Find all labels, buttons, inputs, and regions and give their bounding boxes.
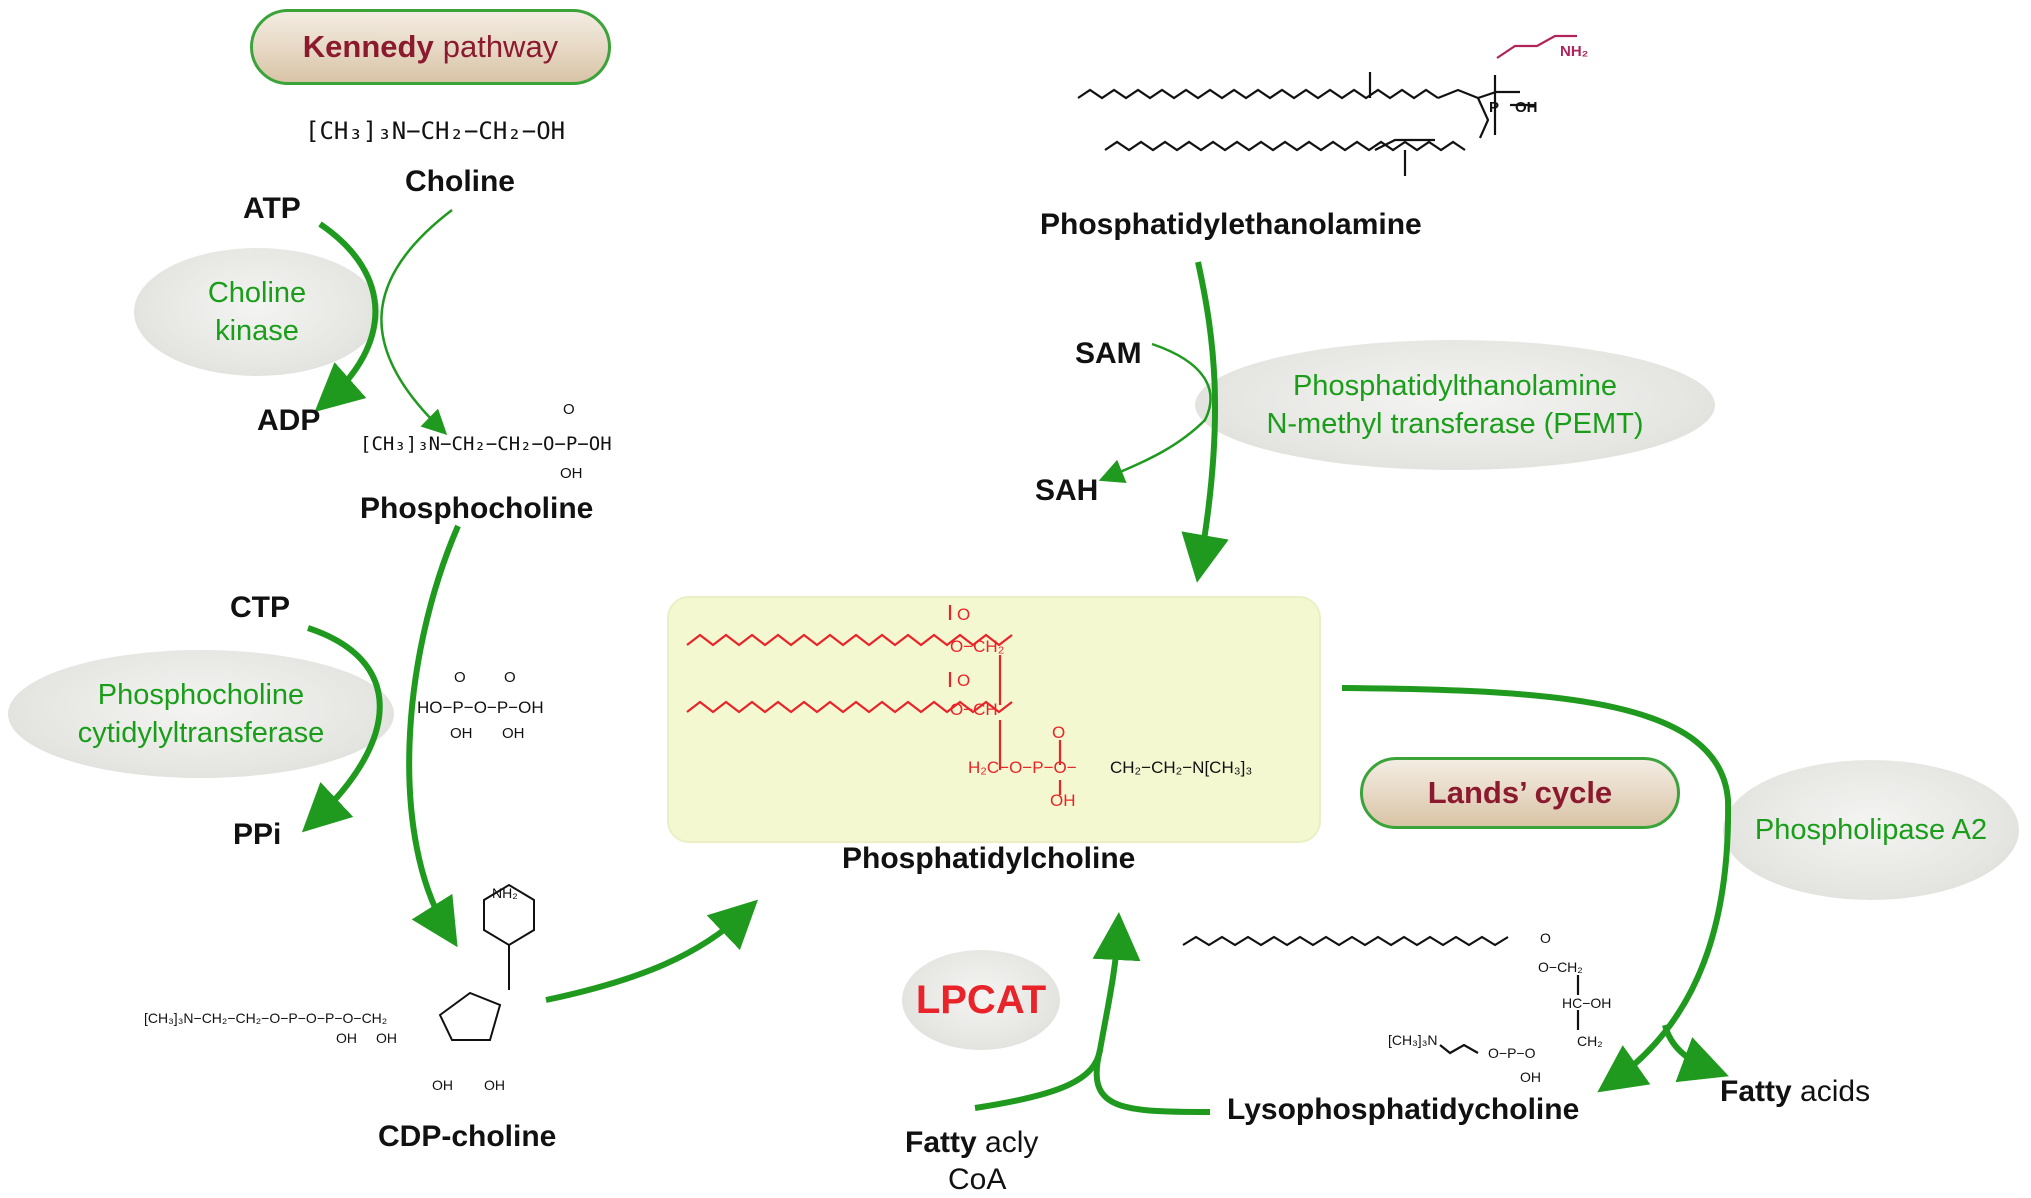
atp-to-adp-arrow (314, 221, 379, 412)
pemt-line1: Phosphatidylthanolamine (1292, 370, 1618, 402)
pc-o-ch: O−CH (950, 700, 998, 719)
atp-label: ATP (243, 192, 301, 225)
ribose-ring (438, 991, 502, 1041)
pe-structure (1077, 34, 1577, 176)
lysopc-structure (1182, 935, 1580, 1055)
cdp-formula: [CH₃]₃N−CH₂−CH₂−O−P−O−P−O−CH₂ (144, 1010, 387, 1026)
cdp-nh2: NH₂ (492, 885, 518, 901)
fatty-acyl-rest: acly (985, 1126, 1039, 1159)
lysopc-hc-oh: HC−OH (1562, 995, 1611, 1011)
phospholipase-a2-enzyme: Phospholipase A2 (1723, 760, 2019, 900)
ppi-oh1: OH (450, 725, 473, 742)
choline-to-phosphocholine-arrow (380, 209, 453, 435)
phosphocholine-o: O (563, 401, 575, 418)
pe-ethanolamine (1496, 34, 1577, 59)
phosphocholine-oh: OH (560, 465, 583, 482)
pc-o1: O (957, 605, 970, 624)
cdp-choline-label: CDP-choline (378, 1120, 557, 1153)
pe-phosphate (1493, 75, 1535, 135)
pla2-label: Phospholipase A2 (1754, 814, 1988, 846)
phosphocholine-label: Phosphocholine (360, 492, 594, 525)
pc-oh: OH (1050, 791, 1076, 810)
lysopc-chain (1182, 935, 1509, 947)
choline-kinase-line1: Choline (207, 277, 307, 309)
lysopc-head (1439, 1043, 1479, 1055)
pemt-line2: N-methyl transferase (PEMT) (1266, 408, 1644, 440)
pe-chain-2 (1104, 140, 1466, 152)
cdp-oh1: OH (336, 1030, 357, 1046)
pc-chain-1 (686, 633, 1013, 647)
cdp-to-pc-arrow (545, 899, 759, 1003)
lpcat-label: LPCAT (915, 978, 1047, 1022)
choline-kinase-enzyme: Choline kinase (134, 248, 380, 376)
fatty-acyl-bold: Fatty (905, 1126, 977, 1159)
pc-o-ch2: O−CH₂ (950, 637, 1004, 656)
pe-chain-1 (1077, 88, 1439, 100)
lysopc-o-ch2: O−CH₂ (1538, 959, 1583, 975)
cdp-oh4: OH (484, 1077, 505, 1093)
lysopc-o-p-o: O−P−O (1488, 1045, 1536, 1061)
pe-p: P (1489, 99, 1499, 116)
pe-to-pc-arrow (1181, 261, 1229, 583)
choline-formula: [CH₃]₃N−CH₂−CH₂−OH (305, 117, 566, 145)
lysopc-ch2: CH₂ (1577, 1033, 1603, 1049)
kennedy-title-bold: Kennedy (302, 29, 434, 64)
kennedy-pathway-title: Kennedy pathway (250, 9, 611, 85)
pc-chain-2 (686, 700, 1013, 714)
fatty-acyl-coa-arrow (974, 1049, 1103, 1111)
ppi-label: PPi (233, 818, 282, 851)
lysopc-p-oh: OH (1520, 1069, 1541, 1085)
adp-label: ADP (257, 404, 321, 437)
fatty-acids-bold: Fatty (1720, 1075, 1792, 1108)
lysopc-to-pc-arrow (1092, 912, 1211, 1115)
pe-backbone (1374, 88, 1520, 151)
pc-choline-tail: CH₂−CH₂−N[CH₃]₃ (1110, 758, 1252, 777)
cdp-choline-structure (438, 883, 535, 1041)
ctp-label: CTP (230, 591, 290, 624)
lands-title-text: Lands’ cycle (1427, 775, 1613, 810)
pe-nh2: NH₂ (1560, 43, 1588, 60)
lysopc-o: O (1540, 930, 1551, 946)
ppi-o1: O (454, 669, 466, 686)
phosphocholine-cytidylyltransferase-enzyme: Phosphocholine cytidylyltransferase (8, 650, 394, 778)
pe-oh: OH (1515, 99, 1538, 116)
sah-label: SAH (1035, 474, 1099, 507)
ppi-formula: HO−P−O−P−OH (417, 698, 544, 717)
pct-line1: Phosphocholine (97, 679, 305, 711)
lysopc-label: Lysophosphatidycholine (1227, 1093, 1580, 1126)
fatty-acids-rest: acids (1800, 1075, 1871, 1108)
ctp-to-ppi-arrow (301, 625, 383, 833)
lpcat-enzyme: LPCAT (902, 950, 1060, 1050)
cdp-oh2: OH (376, 1030, 397, 1046)
pc-o3: O (1052, 723, 1065, 742)
pc-structure (686, 605, 1062, 795)
pemt-enzyme: Phosphatidylthanolamine N-methyl transfe… (1195, 340, 1715, 470)
fatty-acyl-label: Fatty acly (905, 1126, 1038, 1160)
pc-label: Phosphatidylcholine (842, 842, 1136, 875)
cdp-oh3: OH (432, 1077, 453, 1093)
to-fatty-acids-arrow (1662, 1024, 1729, 1083)
pe-label: Phosphatidylethanolamine (1040, 208, 1422, 241)
ppi-o2: O (504, 669, 516, 686)
pc-to-lysopc-arrow (1341, 685, 1732, 1093)
phosphocholine-formula: [CH₃]₃N−CH₂−CH₂−O−P−OH (360, 433, 612, 455)
choline-kinase-line2: kinase (215, 315, 299, 347)
sam-to-sah-arrow (1098, 342, 1212, 483)
pc-o2: O (957, 671, 970, 690)
pc-h2c-line: H₂C−O−P−O− (968, 758, 1077, 777)
fatty-acids-label: Fatty acids (1720, 1075, 1870, 1109)
pct-line2: cytidylyltransferase (77, 717, 325, 749)
sam-label: SAM (1075, 337, 1142, 370)
phosphocholine-to-cdp-arrow (406, 524, 461, 948)
lands-cycle-title: Lands’ cycle (1360, 757, 1680, 829)
ppi-oh2: OH (502, 725, 525, 742)
lysopc-me3n: [CH₃]₃N (1388, 1032, 1438, 1048)
coa-label: CoA (948, 1163, 1007, 1196)
kennedy-title-rest: pathway (442, 29, 559, 64)
choline-label: Choline (405, 165, 515, 198)
